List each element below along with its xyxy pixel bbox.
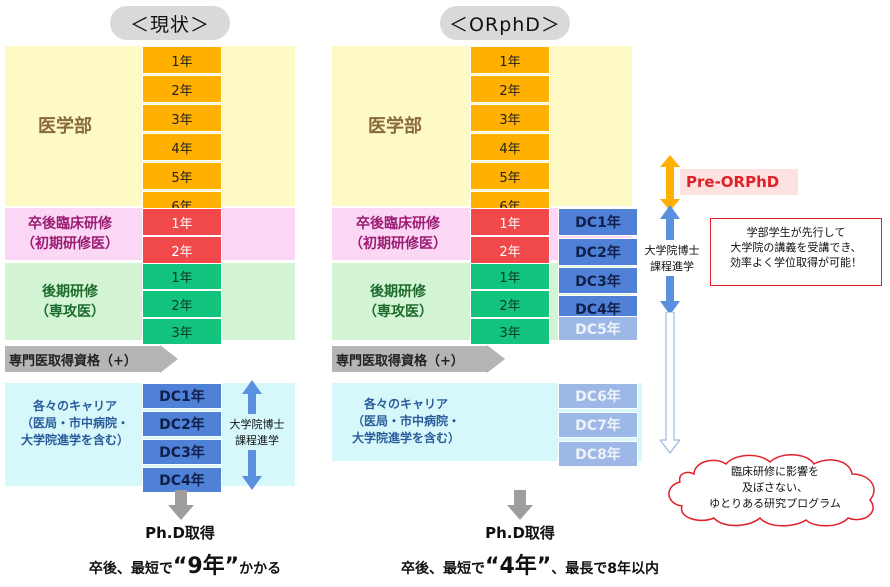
year-cell: 3年 (142, 318, 222, 345)
year-cell: 3年 (142, 104, 222, 132)
dc-cell: DC2年 (142, 411, 222, 437)
left-med-label: 医学部 (38, 116, 92, 137)
year-cell: 1年 (470, 208, 550, 236)
left-grad-label: 大学院博士 課程進学 (222, 414, 292, 450)
left-header-text: ＜現状＞ (129, 13, 210, 36)
cloud-shape (668, 454, 875, 527)
year-cell: 4年 (142, 133, 222, 161)
year-cell: 2年 (142, 236, 222, 264)
right-phd-text: Ph.D取得 (485, 524, 555, 542)
left-dc-list: DC1年 DC2年 DC3年 DC4年 (142, 383, 222, 493)
year-cell: 1年 (470, 46, 550, 74)
year-cell: 5年 (142, 162, 222, 190)
right-specialist-arrow: 専門医取得資格（+） (332, 345, 507, 373)
cloud-text: 臨床研修に影響を 及ぼさない、 ゆとりある研究プログラム (709, 465, 841, 510)
dc-cell: DC6年 (558, 383, 638, 409)
year-cell: 1年 (142, 263, 222, 290)
dc-cell: DC1年 (142, 383, 222, 409)
dc-cell: DC2年 (558, 238, 638, 266)
year-cell: 3年 (470, 104, 550, 132)
right-dc-solid-list: DC1年 DC2年 DC3年 DC4年 (558, 208, 638, 322)
right-sen-label: 後期研修 （専攻医） (363, 284, 433, 320)
left-sen-label: 後期研修 （専攻医） (35, 284, 105, 320)
dc-cell: DC8年 (558, 441, 638, 467)
dc-cell: DC3年 (142, 439, 222, 465)
right-career-label: 各々のキャリア （医局・市中病院・ 大学院進学を含む） (351, 396, 460, 445)
right-res-years: 1年 2年 (470, 208, 550, 264)
year-cell: 2年 (470, 236, 550, 264)
year-cell: 1年 (470, 263, 550, 290)
right-grad-label: 大学院博士 課程進学 (640, 240, 704, 276)
dc-cell: DC1年 (558, 208, 638, 236)
left-career-label: 各々のキャリア （医局・市中病院・ 大学院進学を含む） (20, 398, 129, 447)
right-med-years: 1年 2年 3年 4年 5年 6年 (470, 46, 550, 219)
right-med-label: 医学部 (368, 116, 422, 137)
year-cell: 4年 (470, 133, 550, 161)
left-res-label: 卒後臨床研修 （初期研修医） (21, 216, 119, 252)
right-specialist-text: 専門医取得資格（+） (336, 353, 464, 369)
right-sen-years: 1年 2年 3年 (470, 263, 550, 345)
right-header-text: ＜ORphD＞ (449, 13, 561, 36)
left-phd-text: Ph.D取得 (145, 524, 215, 542)
right-header: ＜ORphD＞ (440, 6, 570, 40)
right-dc-light-list: DC6年 DC7年 DC8年 (558, 383, 638, 467)
right-res-label: 卒後臨床研修 （初期研修医） (349, 216, 447, 252)
pre-orphd-double-arrow (660, 155, 680, 211)
dc-cell: DC7年 (558, 412, 638, 438)
year-cell: 5年 (470, 162, 550, 190)
year-cell: 2年 (142, 75, 222, 103)
left-header: ＜現状＞ (110, 6, 230, 40)
left-med-years: 1年 2年 3年 4年 5年 6年 (142, 46, 222, 219)
right-summary: 卒後、最短で“4年”、最長で8年以内 (401, 554, 659, 579)
note-box: 学部学生が先行して 大学院の講義を受講でき、 効率よく学位取得が可能！ (710, 218, 882, 286)
year-cell: 1年 (142, 46, 222, 74)
left-sen-years: 1年 2年 3年 (142, 263, 222, 345)
pre-orphd-label: Pre-ORPhD (680, 169, 798, 195)
year-cell: 2年 (142, 290, 222, 318)
left-specialist-arrow: 専門医取得資格（+） (5, 345, 180, 373)
right-future-arrow (660, 312, 680, 454)
left-down-arrow (168, 490, 194, 520)
year-cell: 1年 (142, 208, 222, 236)
dc-cell: DC3年 (558, 267, 638, 294)
year-cell: 2年 (470, 75, 550, 103)
right-down-arrow (507, 490, 533, 520)
dc-cell: DC5年 (558, 316, 638, 341)
left-res-years: 1年 2年 (142, 208, 222, 264)
year-cell: 2年 (470, 290, 550, 318)
year-cell: 3年 (470, 318, 550, 345)
left-summary: 卒後、最短で“9年”かかる (88, 554, 282, 579)
left-specialist-text: 専門医取得資格（+） (9, 353, 137, 369)
